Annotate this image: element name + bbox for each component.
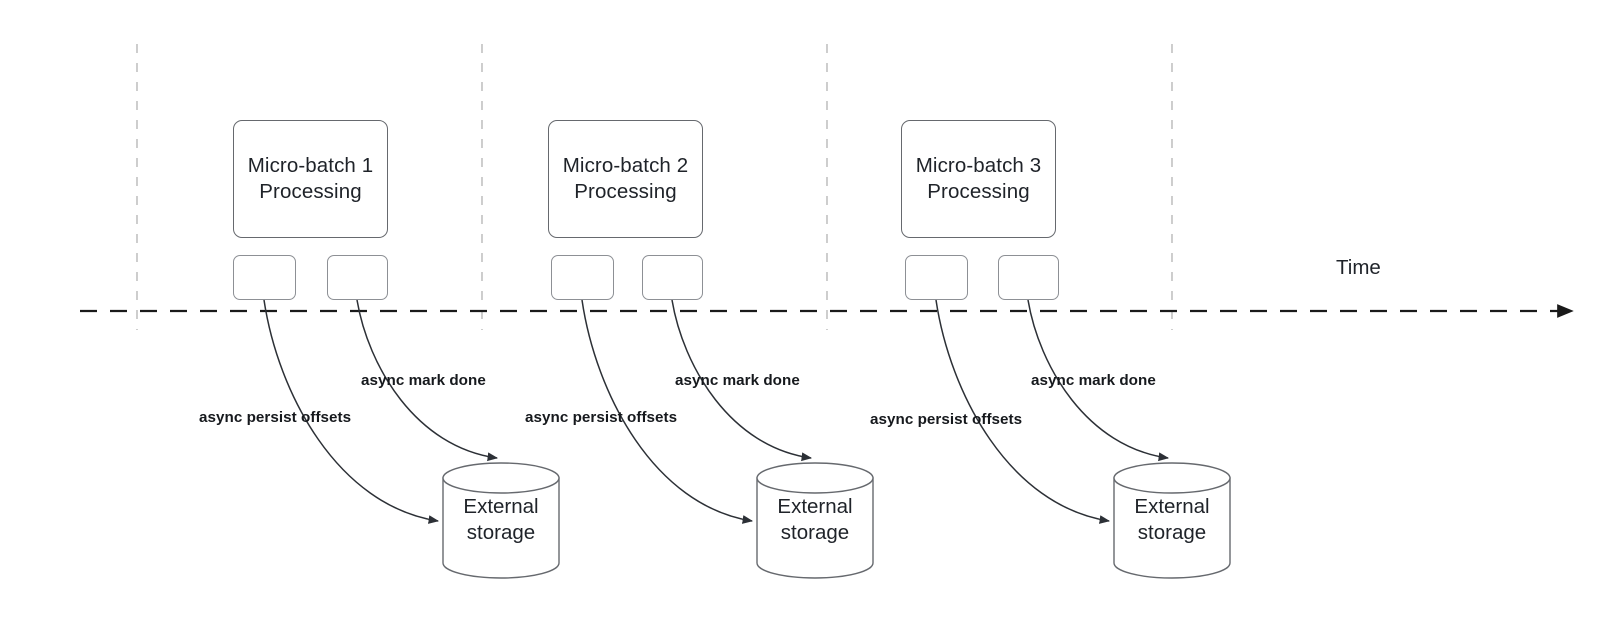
external-storage-2-top	[756, 462, 874, 494]
micro-batch-3-async-persist-offsets-arrow	[935, 299, 1111, 524]
micro-batch-1-async-persist-offsets-label: async persist offsets	[199, 409, 352, 426]
micro-batch-3-async-mark-done-label: async mark done	[1031, 372, 1156, 389]
micro-batch-1-async-mark-done-label: async mark done	[361, 372, 486, 389]
micro-batch-2-offset-tick[interactable]	[551, 255, 614, 300]
external-storage-2-body	[756, 477, 874, 579]
micro-batch-3-done-tick[interactable]	[998, 255, 1059, 300]
external-storage-group	[442, 462, 1231, 579]
micro-batch-1-offset-tick[interactable]	[233, 255, 296, 300]
micro-batch-2-async-mark-done-label: async mark done	[675, 372, 800, 389]
external-storage-3-body	[1113, 477, 1231, 579]
external-storage-2[interactable]	[756, 462, 874, 579]
micro-batch-3-offset-tick[interactable]	[905, 255, 968, 300]
external-storage-3[interactable]	[1113, 462, 1231, 579]
micro-batch-1-async-persist-offsets-arrow	[263, 299, 440, 524]
micro-batch-2-async-mark-done-arrow	[671, 299, 813, 462]
async-edges-group	[263, 299, 1170, 524]
micro-batch-3-async-mark-done-arrow	[1027, 299, 1170, 462]
external-storage-1-top	[442, 462, 560, 494]
micro-batch-2-done-tick[interactable]	[642, 255, 703, 300]
micro-batch-2-async-persist-offsets-arrow	[581, 299, 754, 524]
micro-batch-1-async-mark-done-arrow	[356, 299, 499, 462]
micro-batch-1-done-tick[interactable]	[327, 255, 388, 300]
micro-batch-3-async-persist-offsets-label: async persist offsets	[870, 411, 1023, 428]
external-storage-1[interactable]	[442, 462, 560, 579]
external-storage-3-top	[1113, 462, 1231, 494]
time-axis-label: Time	[1336, 256, 1381, 279]
micro-batch-2-async-persist-offsets-label: async persist offsets	[525, 409, 678, 426]
external-storage-1-body	[442, 477, 560, 579]
